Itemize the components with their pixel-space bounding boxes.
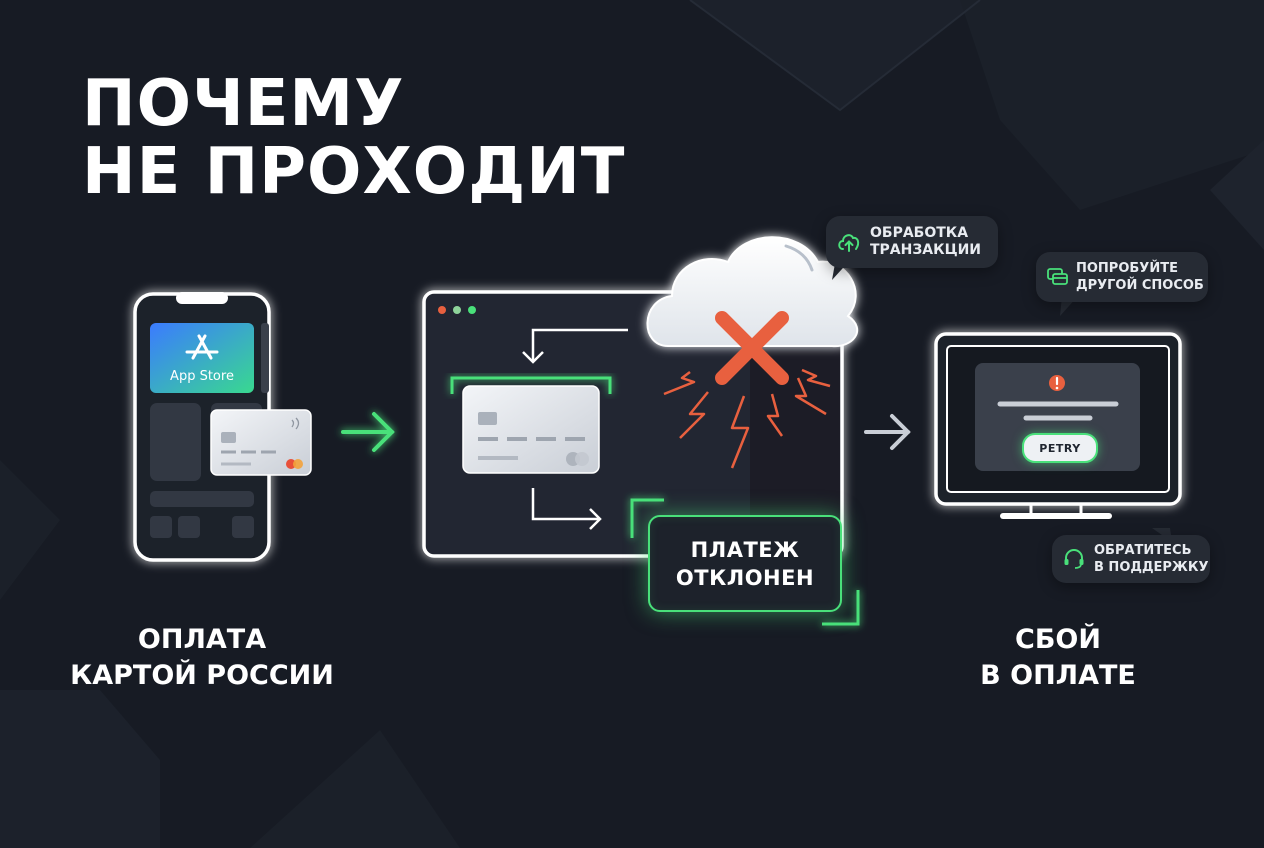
title-line-2: НЕ ПРОХОДИТ <box>82 135 626 209</box>
headset-icon <box>1064 549 1084 569</box>
title-line-1: ПОЧЕМУ <box>82 67 405 141</box>
declined-line-1: ПЛАТЕЖ <box>690 537 800 562</box>
bubble-support: ОБРАТИТЕСЬ В ПОДДЕРЖКУ <box>1052 535 1210 583</box>
bank-card-phone <box>210 409 312 476</box>
caption-pay-line-1: ОПЛАТА <box>137 624 267 655</box>
bubble-try-other-line-1: ПОПРОБУЙТЕ <box>1076 261 1178 276</box>
app-store-tile <box>150 323 254 393</box>
bubble-support-line-1: ОБРАТИТЕСЬ <box>1094 543 1192 558</box>
payment-declined-badge: ПЛАТЕЖ ОТКЛОНЕН <box>648 515 842 612</box>
error-cross-icon <box>715 311 789 385</box>
lightning-icon <box>663 368 831 469</box>
page-title: ПОЧЕМУ НЕ ПРОХОДИТ <box>82 70 625 206</box>
app-store-icon <box>185 334 219 360</box>
retry-button[interactable]: PETRY <box>1022 433 1098 463</box>
smartphone <box>133 292 271 562</box>
bubble-processing-line-2: ТРАНЗАКЦИИ <box>870 242 982 258</box>
declined-line-2: ОТКЛОНЕН <box>675 565 815 590</box>
bubble-processing-line-1: ОБРАБОТКА <box>870 225 969 241</box>
app-store-label: App Store <box>170 369 234 384</box>
caption-fail-line-2: В ОПЛАТЕ <box>980 660 1136 691</box>
arrow-right-icon-gray <box>864 414 911 450</box>
arrow-right-icon <box>341 412 395 452</box>
cloud-upload-icon <box>838 234 860 252</box>
bubble-support-line-2: В ПОДДЕРЖКУ <box>1094 560 1209 575</box>
cloud-icon <box>646 236 859 348</box>
caption-pay-line-2: КАРТОЙ РОССИИ <box>70 660 334 691</box>
caption-fail: СБОЙ В ОПЛАТЕ <box>908 622 1208 694</box>
bubble-try-other: ПОПРОБУЙТЕ ДРУГОЙ СПОСОБ <box>1036 252 1208 302</box>
cards-icon <box>1047 268 1068 285</box>
bubble-try-other-line-2: ДРУГОЙ СПОСОБ <box>1076 278 1204 293</box>
caption-pay: ОПЛАТА КАРТОЙ РОССИИ <box>42 622 362 694</box>
caption-fail-line-1: СБОЙ <box>1015 624 1101 655</box>
monitor <box>934 332 1182 519</box>
